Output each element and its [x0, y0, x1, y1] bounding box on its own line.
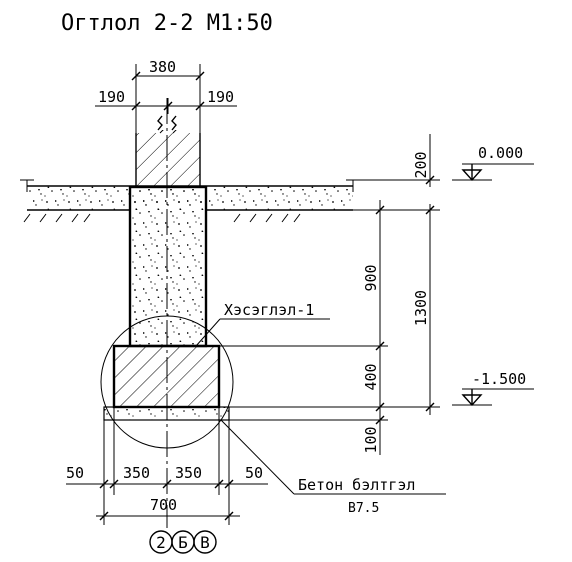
right-dimensions: 200 900 1300 400 100: [219, 134, 440, 455]
dim-100: 100: [362, 426, 380, 453]
dim-190-left: 190: [98, 88, 125, 106]
axis-markers: 2 Б В: [149, 530, 217, 554]
level-mark-bottom: -1.500: [452, 370, 534, 407]
bottom-dimensions: 50 350 350 50 700: [66, 407, 268, 525]
wall: [135, 114, 201, 187]
dim-900: 900: [362, 264, 380, 291]
level-top-value: 0.000: [478, 144, 523, 162]
reinforcement-label: Хэсэглэл-1: [224, 301, 314, 319]
dim-50-left: 50: [66, 464, 84, 482]
dim-200: 200: [412, 151, 430, 178]
reinforcement-callout: Хэсэглэл-1: [195, 301, 330, 347]
concrete-base-callout: Бетон бэлтгэл B7.5: [220, 419, 446, 516]
dim-350-right: 350: [175, 464, 202, 482]
dim-380: 380: [149, 58, 176, 76]
level-bottom-value: -1.500: [472, 370, 526, 388]
dim-400: 400: [362, 363, 380, 390]
dim-350-left: 350: [123, 464, 150, 482]
level-mark-top: 0.000: [452, 144, 534, 182]
dim-1300: 1300: [412, 290, 430, 326]
dim-190-right: 190: [207, 88, 234, 106]
foundation-wall: [128, 185, 208, 348]
dim-50-right: 50: [245, 464, 263, 482]
dim-700: 700: [150, 496, 177, 514]
concrete-grade-label: B7.5: [348, 501, 379, 516]
axis-label-b: Б: [178, 533, 188, 552]
axis-bubble-v: [193, 530, 217, 554]
drawing-title: Огтлол 2-2 М1:50: [61, 11, 273, 36]
axis-label-2: 2: [156, 533, 166, 552]
top-dimension: 380 190 190: [95, 58, 237, 135]
concrete-base-label: Бетон бэлтгэл: [298, 476, 415, 494]
axis-label-v: В: [200, 533, 210, 552]
